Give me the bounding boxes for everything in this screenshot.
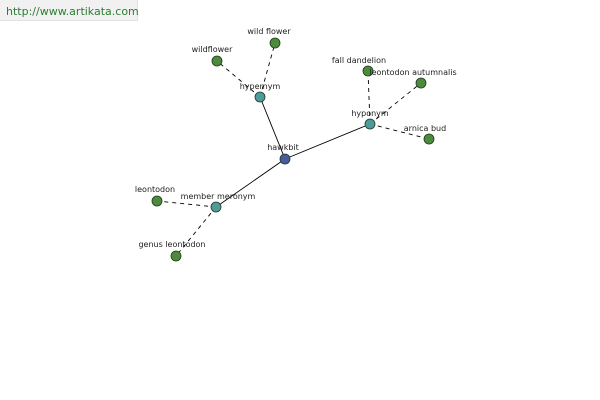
relation-node-hyponym-label[interactable]: hyponym xyxy=(351,109,389,118)
edge-hyponym-arnica-bud xyxy=(369,123,430,140)
edge-hawkbit-member-meronym xyxy=(215,158,286,208)
relation-node-member-meronym-label[interactable]: member meronym xyxy=(181,192,256,201)
edge-member-meronym-genus-leontodon xyxy=(175,206,217,257)
graph-edges xyxy=(156,42,430,257)
leaf-node-leontodon[interactable] xyxy=(151,195,163,207)
edge-hypernym-wild-flower xyxy=(259,42,276,98)
graph-nodes xyxy=(151,37,435,262)
leaf-node-wild-flower[interactable] xyxy=(269,37,281,49)
leaf-node-wildflower-label[interactable]: wildflower xyxy=(192,45,233,54)
leaf-node-leontodon-autumnalis-label[interactable]: leontodon autumnalis xyxy=(369,68,456,77)
edge-member-meronym-leontodon xyxy=(156,200,217,208)
leaf-node-genus-leontodon[interactable] xyxy=(170,250,182,262)
relation-node-hypernym-label[interactable]: hypernym xyxy=(240,82,281,91)
edge-hypernym-wildflower xyxy=(216,60,261,98)
relation-node-member-meronym[interactable] xyxy=(210,201,222,213)
leaf-node-fall-dandelion-label[interactable]: fall dandelion xyxy=(332,56,386,65)
edge-hawkbit-hypernym xyxy=(259,96,286,160)
leaf-node-wildflower[interactable] xyxy=(211,55,223,67)
source-url-link[interactable]: http://www.artikata.com xyxy=(6,5,139,18)
relation-node-hyponym[interactable] xyxy=(364,118,376,130)
edge-hyponym-leontodon-autumnalis xyxy=(369,82,422,125)
center-node-hawkbit[interactable] xyxy=(279,153,291,165)
graph-labels: wildflower wild flower fall dandelion leont… xyxy=(135,27,457,249)
leaf-node-fall-dandelion[interactable] xyxy=(362,65,374,77)
leaf-node-leontodon-autumnalis[interactable] xyxy=(415,77,427,89)
edge-hyponym-fall-dandelion xyxy=(367,70,371,125)
source-link-box: http://www.artikata.com xyxy=(0,0,139,21)
center-node-hawkbit-label[interactable]: hawkbit xyxy=(267,143,299,152)
leaf-node-leontodon-label[interactable]: leontodon xyxy=(135,185,175,194)
edge-hawkbit-hyponym xyxy=(284,123,371,160)
leaf-node-arnica-bud[interactable] xyxy=(423,133,435,145)
leaf-node-genus-leontodon-label[interactable]: genus leontodon xyxy=(138,240,205,249)
leaf-node-arnica-bud-label[interactable]: arnica bud xyxy=(404,124,446,133)
leaf-node-wild-flower-label[interactable]: wild flower xyxy=(247,27,291,36)
relation-node-hypernym[interactable] xyxy=(254,91,266,103)
